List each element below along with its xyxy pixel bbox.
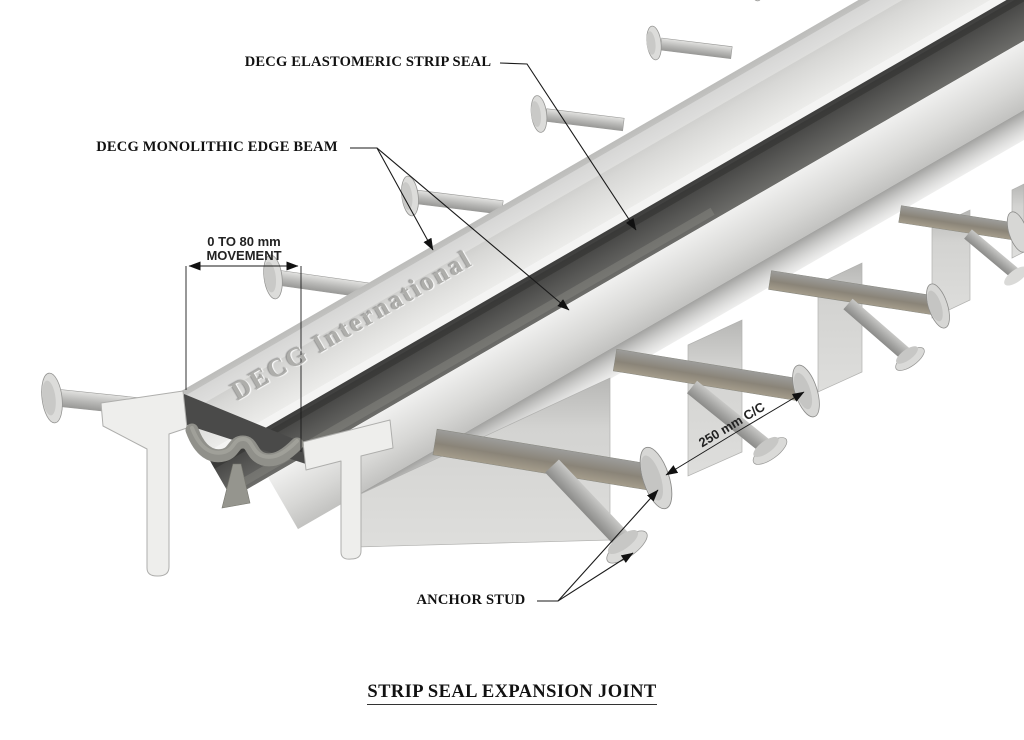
top-stud: [530, 95, 625, 133]
movement-dimension-label: 0 TO 80 mm MOVEMENT: [168, 234, 320, 264]
anchor-studs: [432, 205, 1024, 564]
near-edge-beam-flange: [172, 0, 1024, 454]
far-edge-beam-flange: [267, 0, 1024, 530]
near-edge-beam-section-face: [100, 390, 188, 577]
movement-dimension-line1: 0 TO 80 mm: [207, 234, 281, 249]
movement-dimension-line2: MOVEMENT: [206, 248, 282, 264]
strip-seal-band: [209, 0, 1024, 499]
anchor-stud-shaft: [843, 298, 913, 362]
top-stud: [646, 25, 733, 61]
strip-seal-section-profile: [185, 423, 304, 467]
anchor-stud-cap-inner: [753, 436, 779, 458]
stud-spacing-line: [734, 391, 805, 434]
seal-channel-cut: [184, 394, 306, 464]
strip-seal-label: DECG ELASTOMERIC STRIP SEAL: [244, 54, 492, 70]
seal-groove: [211, 0, 1024, 469]
anchor-stud-head-inner: [640, 455, 664, 501]
far-beam-underside-shadow: [354, 0, 1024, 520]
top-stud: [401, 175, 504, 217]
anchor-stud-cap-inner: [607, 529, 639, 555]
stud-spacing-line: [665, 432, 736, 476]
flange-highlight: [175, 0, 1024, 416]
anchor-stud-shaft: [964, 229, 1019, 278]
drawing-title-text: STRIP SEAL EXPANSION JOINT: [367, 682, 657, 705]
anchor-stud-head: [1006, 211, 1024, 253]
joint-cross-section: [100, 390, 394, 577]
edge-beam-label: DECG MONOLITHIC EDGE BEAM: [96, 139, 338, 155]
anchor-stud-shaft: [686, 380, 774, 455]
joint-assembly: [172, 0, 1024, 530]
anchor-stud-label: ANCHOR STUD: [416, 592, 526, 608]
far-edge-beam-section-face: [302, 419, 394, 560]
drawing-title: STRIP SEAL EXPANSION JOINT: [312, 682, 712, 705]
seal-anchor-loop: [221, 463, 251, 509]
strip-seal-section-highlight: [190, 426, 299, 459]
seal-rubber-lip: [225, 207, 715, 495]
anchor-stud-cap-inner: [896, 346, 918, 364]
anchor-stud-head-inner: [793, 372, 813, 410]
flange-edge-highlight: [205, 0, 1024, 461]
edge-beam-leader: [376, 147, 570, 311]
strip-seal-leader: [499, 62, 637, 231]
anchor-stud-cap: [1004, 266, 1024, 286]
anchor-stud-shaft: [545, 459, 634, 551]
top-stud: [748, 0, 764, 2]
anchor-stud-leader: [557, 489, 659, 602]
annotation-lines: [185, 62, 805, 602]
anchor-stud-head-inner: [927, 290, 943, 322]
